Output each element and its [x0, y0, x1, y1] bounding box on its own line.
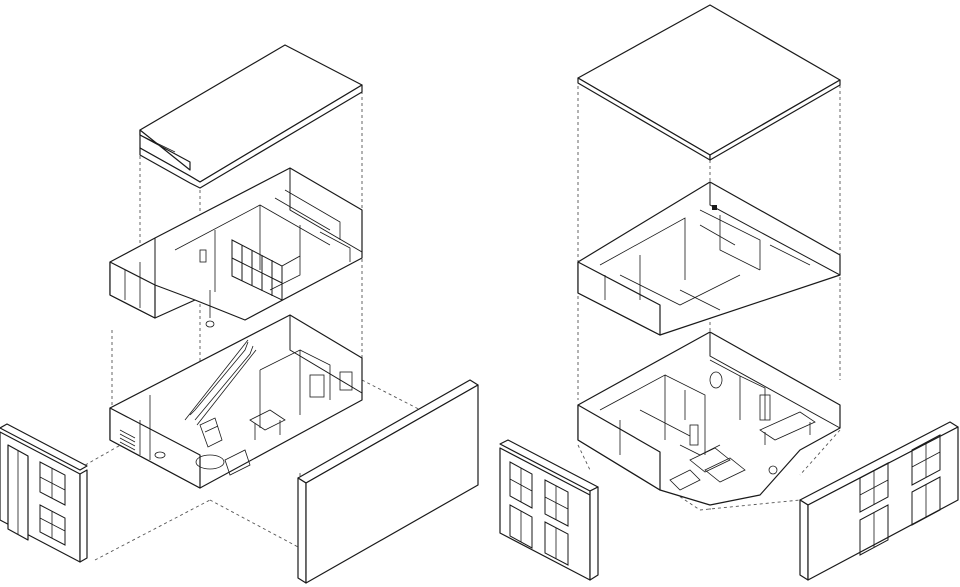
right-side-wall [799, 421, 959, 581]
right-upper-floor [577, 181, 841, 336]
left-staircase [184, 339, 257, 426]
right-model [499, 4, 959, 581]
right-ground-floor [577, 331, 841, 506]
left-front-wall [0, 423, 88, 563]
left-windows [39, 461, 66, 546]
left-side-wall [297, 379, 479, 584]
left-ground-floor [109, 314, 363, 489]
left-glass-box [231, 239, 301, 301]
right-roof-slab [577, 4, 841, 161]
right-front-wall [499, 439, 599, 581]
left-radiator [119, 429, 136, 451]
left-furniture [154, 371, 353, 476]
right-front-windows [509, 461, 569, 566]
right-furniture [669, 371, 816, 491]
left-upper-floor [109, 167, 363, 328]
left-model [0, 44, 479, 584]
left-roof-slab [139, 44, 363, 189]
right-side-windows [859, 434, 941, 556]
